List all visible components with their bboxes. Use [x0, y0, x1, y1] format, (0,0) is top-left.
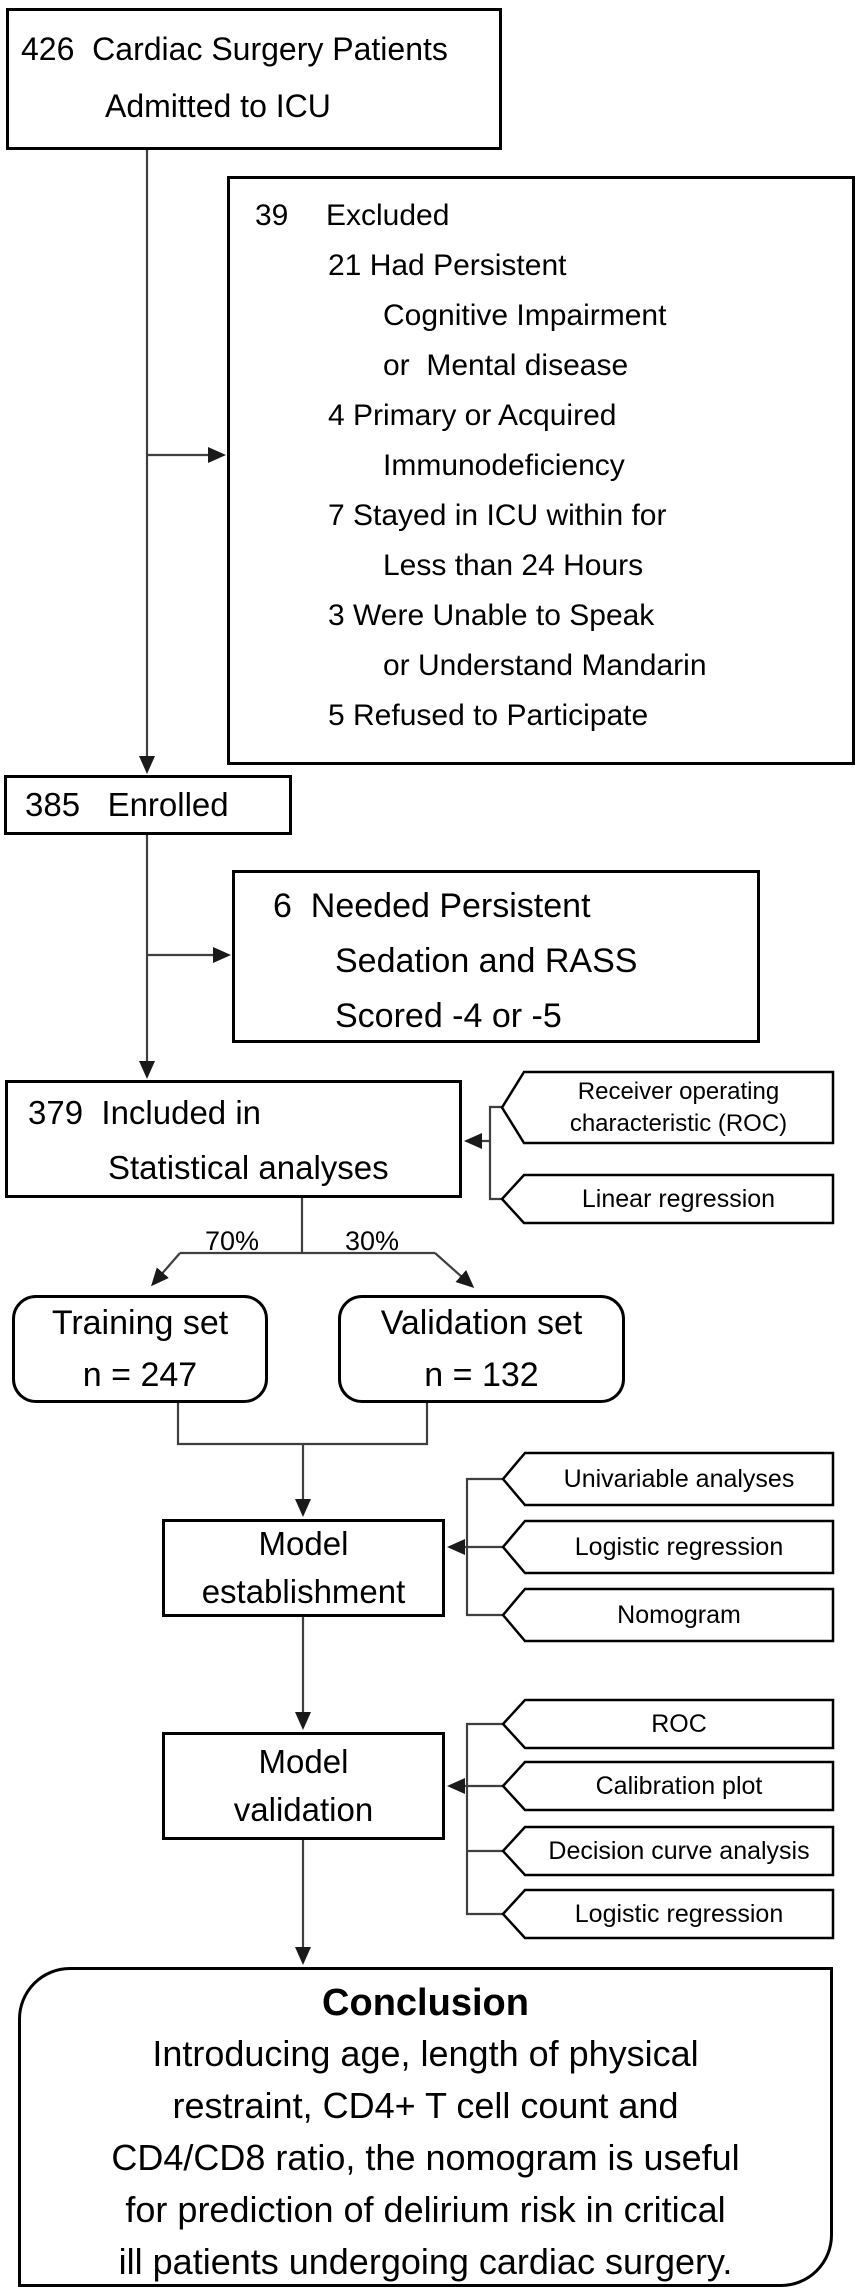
- conclusion-title: Conclusion: [322, 1982, 529, 2024]
- tag-shape-linear-regression: [500, 1173, 835, 1225]
- excluded-reason: 4 Primary or Acquired Immunodeficiency: [328, 399, 625, 482]
- excluded-count: 39: [255, 199, 289, 232]
- tag-shape-logistic-regression-val: [501, 1888, 835, 1940]
- conclusion-text: Introducing age, length of physical rest…: [111, 2033, 740, 2282]
- excluded-box: 39 Excluded 21 Had Persistent Cognitive I…: [227, 176, 855, 765]
- training-percent-label: 70%: [205, 1226, 260, 1256]
- merge-bracket: [176, 1403, 429, 1446]
- model-establishment-box: Model establishment: [162, 1519, 445, 1617]
- enrolled-box: 385 Enrolled: [4, 775, 292, 835]
- excluded-label: Excluded: [326, 199, 450, 232]
- bracket-validation-tags: [465, 1722, 503, 1916]
- tag-univariable-analyses-label: Univariable analyses: [563, 1464, 795, 1493]
- tag-shape-roc-method: [500, 1070, 835, 1145]
- tag-shape-univariable-analyses: [501, 1451, 835, 1507]
- patients-box: 426 Cardiac Surgery Patients Admitted to…: [6, 8, 502, 150]
- model-validation-box: Model validation: [162, 1732, 445, 1840]
- excluded-reason: 7 Stayed in ICU within for Less than 24 …: [328, 499, 667, 582]
- excluded-reason: 5 Refused to Participate: [328, 699, 649, 732]
- tag-shape-nomogram: [501, 1587, 835, 1643]
- excluded-reasons: 21 Had Persistent Cognitive Impairment o…: [328, 241, 852, 741]
- included-box: 379 Included in Statistical analyses: [5, 1080, 462, 1198]
- tag-shape-roc-val: [501, 1698, 835, 1750]
- conclusion-box: Conclusion Introducing age, length of ph…: [18, 1967, 833, 2287]
- tag-decision-curve-analysis-label: Decision curve analysis: [548, 1836, 810, 1865]
- sedation-exclusion-box: 6 Needed Persistent Sedation and RASS Sc…: [232, 870, 760, 1043]
- split-arrow-validation: [434, 1252, 475, 1288]
- tag-shape-calibration-plot: [501, 1760, 835, 1812]
- tag-roc-method-label: Receiver operating characteristic (ROC): [569, 1077, 788, 1137]
- tag-shape-decision-curve-analysis: [501, 1825, 835, 1877]
- validation-percent-label: 30%: [345, 1226, 400, 1256]
- tag-linear-regression-label: Linear regression: [581, 1184, 776, 1213]
- training-set-box: Training set n = 247: [12, 1295, 268, 1403]
- split-arrow-training: [151, 1252, 181, 1287]
- excluded-reason: 21 Had Persistent Cognitive Impairment o…: [328, 249, 667, 382]
- excluded-reason: 3 Were Unable to Speak or Understand Man…: [328, 599, 707, 682]
- tag-nomogram-label: Nomogram: [617, 1600, 741, 1629]
- tag-calibration-plot-label: Calibration plot: [595, 1771, 763, 1800]
- tag-logistic-regression-val-label: Logistic regression: [574, 1899, 784, 1928]
- validation-set-box: Validation set n = 132: [338, 1295, 625, 1403]
- tag-roc-val-label: ROC: [651, 1709, 707, 1738]
- tag-logistic-regression-est-label: Logistic regression: [574, 1532, 784, 1561]
- bracket-included-tags: [488, 1105, 502, 1201]
- tag-shape-logistic-regression-est: [501, 1519, 835, 1575]
- excluded-header: 39 Excluded: [255, 191, 852, 241]
